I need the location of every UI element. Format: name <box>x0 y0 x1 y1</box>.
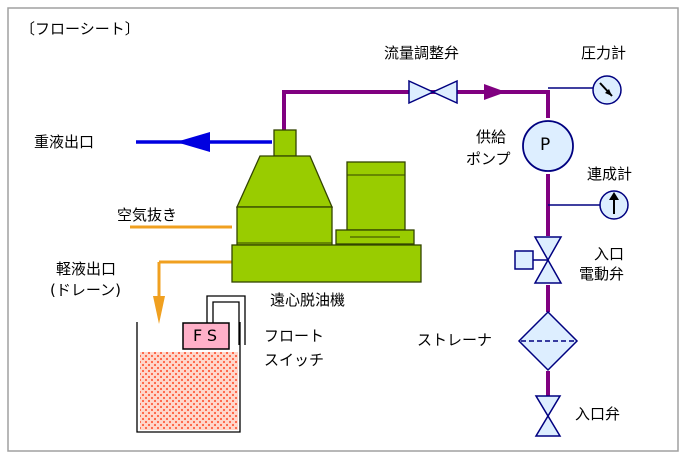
inlet-motor-valve-symbol <box>514 236 563 284</box>
light-liquid-outlet-label-line1: 軽液出口 <box>56 260 117 278</box>
compound-gauge-icon <box>548 190 629 220</box>
flow-direction-arrow <box>484 84 506 100</box>
diagram-title: 〔フローシート〕 <box>20 20 140 38</box>
strainer-symbol <box>517 310 579 372</box>
centrifuge-detail-lines <box>237 174 405 244</box>
drain-flow-arrow <box>153 296 165 324</box>
pressure-gauge-label: 圧力計 <box>581 44 627 62</box>
light-liquid-outlet-label-line2: (ドレーン) <box>50 281 121 299</box>
heavy-liquid-pipe <box>136 132 272 152</box>
float-switch-label-line2: スイッチ <box>264 351 325 369</box>
pressure-gauge-icon <box>548 75 622 105</box>
inlet-motor-valve-label-line2: 電動弁 <box>579 265 625 283</box>
compound-gauge-label: 連成計 <box>587 165 633 183</box>
centrifuge-machine <box>231 129 422 283</box>
inlet-valve-symbol <box>534 395 562 437</box>
inlet-motor-valve-label-line1: 入口 <box>594 245 625 263</box>
heavy-liquid-outlet-label: 重液出口 <box>34 133 95 151</box>
supply-pump-label-line1: 供給 <box>476 128 507 146</box>
inlet-valve-label: 入口弁 <box>575 405 621 423</box>
centrifuge-label: 遠心脱油機 <box>270 291 346 309</box>
pump-symbol-label: P <box>540 135 551 155</box>
float-switch-tag: FS <box>193 326 223 345</box>
drain-tank <box>136 322 241 433</box>
flow-control-valve-label: 流量調整弁 <box>384 44 460 62</box>
air-vent-label: 空気抜き <box>117 206 178 224</box>
float-switch <box>182 295 246 350</box>
float-switch-label-line1: フロート <box>264 327 325 345</box>
strainer-label: ストレーナ <box>417 331 493 349</box>
pump-symbol <box>522 120 574 172</box>
flow-control-valve-symbol <box>408 79 458 105</box>
supply-pump-label-line2: ポンプ <box>466 150 511 168</box>
